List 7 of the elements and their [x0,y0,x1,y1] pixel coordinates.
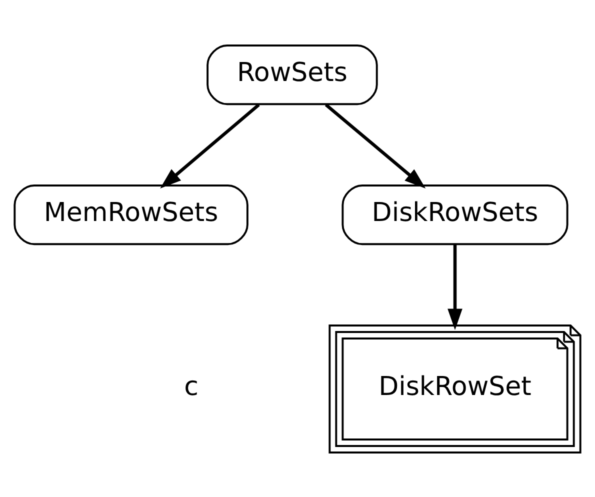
arrow [324,103,426,188]
node-box: DiskRowSets [342,184,568,245]
arrow [448,244,462,330]
node-box: MemRowSets [14,184,248,245]
arrow [160,103,260,188]
label: c [184,372,198,402]
node-box: RowSets [206,44,378,105]
